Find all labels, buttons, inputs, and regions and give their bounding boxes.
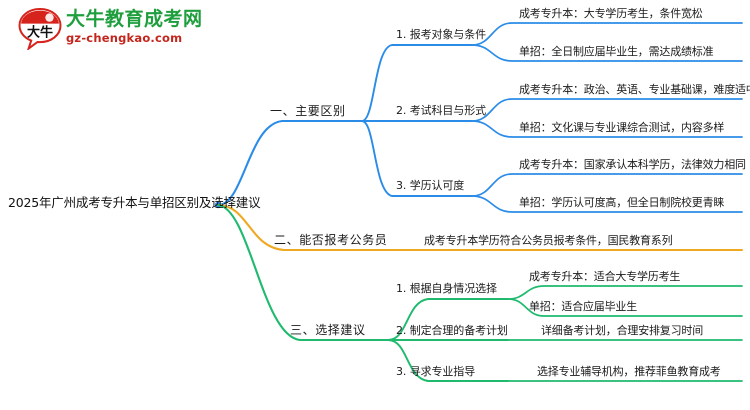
branch-node-1[interactable]: 一、主要区别: [270, 104, 346, 118]
link-b3c1-l2: [507, 298, 743, 317]
link-b1c1-l1: [471, 22, 743, 46]
leaf-2-1-1[interactable]: 成考专升本学历符合公务员报考条件，国民教育系列: [424, 234, 673, 247]
leaf-1-1-1[interactable]: 成考专升本：大专学历考生，条件宽松: [519, 7, 703, 20]
subnode-3-3[interactable]: 3. 寻求专业指导: [396, 365, 476, 378]
leaf-3-2-1[interactable]: 详细备考计划，合理安排复习时间: [541, 324, 703, 337]
link-b3c1-l1: [507, 285, 743, 300]
branch-node-2[interactable]: 二、能否报考公务员: [274, 233, 388, 247]
logo-brand-en: gz-chengkao.com: [66, 31, 183, 45]
leaf-1-2-2[interactable]: 单招：文化课与专业课综合测试，内容多样: [519, 121, 725, 134]
link-root-branch-1: [216, 119, 364, 207]
subnode-3-2[interactable]: 2. 制定合理的备考计划: [396, 324, 508, 337]
svg-text:大牛: 大牛: [27, 25, 53, 41]
link-root-branch-2: [216, 203, 744, 252]
link-b3-c3: [387, 339, 509, 382]
logo-mark-icon: 大牛: [18, 8, 62, 50]
link-b1c1-l2: [471, 44, 743, 62]
root-node-label[interactable]: 2025年广州成考专升本与单招区别及选择建议: [8, 195, 261, 210]
link-b1c2-l2: [471, 120, 743, 138]
leaf-3-3-1[interactable]: 选择专业辅导机构，推荐菲鱼教育成考: [537, 365, 721, 378]
subnode-1-2[interactable]: 2. 考试科目与形式: [396, 104, 486, 117]
link-b3-c1: [387, 298, 509, 341]
link-b1c3-l1: [471, 173, 743, 197]
leaf-3-1-2[interactable]: 单招：适合应届毕业生: [529, 300, 637, 313]
logo-text: 大牛教育成考网 gz-chengkao.com: [66, 8, 216, 46]
link-b1-c1: [361, 44, 473, 122]
link-root-branch-3: [216, 203, 390, 342]
leaf-1-3-1[interactable]: 成考专升本：国家承认本科学历，法律效力相同: [519, 158, 746, 171]
link-b1-c3: [361, 120, 473, 197]
link-b1c2-l1: [471, 98, 743, 122]
subnode-1-3[interactable]: 3. 学历认可度: [396, 179, 465, 192]
leaf-1-3-2[interactable]: 单招：学历认可度高，但全日制院校更青睐: [519, 196, 725, 209]
link-b1c3-l2: [471, 195, 743, 213]
branch-node-3[interactable]: 三、选择建议: [290, 323, 366, 337]
leaf-1-2-1[interactable]: 成考专升本：政治、英语、专业基础课，难度适中: [519, 83, 750, 96]
leaf-1-1-2[interactable]: 单招：全日制应届毕业生，需达成绩标准: [519, 45, 714, 58]
subnode-1-1[interactable]: 1. 报考对象与条件: [396, 28, 486, 41]
leaf-3-1-1[interactable]: 成考专升本：适合大专学历考生: [529, 270, 681, 283]
logo-brand-cn: 大牛教育成考网: [66, 8, 203, 30]
site-logo: 大牛 大牛教育成考网 gz-chengkao.com: [14, 6, 214, 54]
subnode-3-1[interactable]: 1. 根据自身情况选择: [396, 282, 497, 295]
